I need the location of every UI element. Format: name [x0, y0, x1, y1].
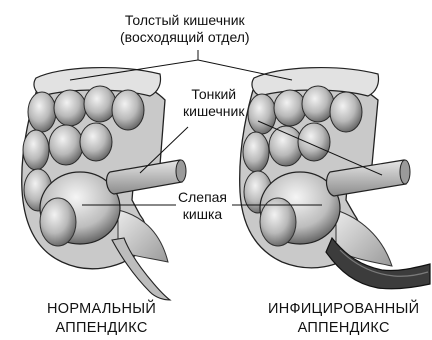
infected-ileum-end	[400, 160, 410, 184]
label-cecum-line1: Слепая	[178, 189, 227, 206]
label-colon: Толстый кишечник (восходящий отдел)	[118, 12, 252, 46]
normal-ileum-end	[176, 160, 186, 182]
caption-normal-line1: НОРМАЛЬНЫЙ	[47, 300, 156, 319]
label-small-line2: кишечник	[183, 103, 244, 120]
label-small-intestine: Тонкий кишечник	[181, 86, 246, 120]
label-cecum-line2: кишка	[178, 206, 227, 223]
label-colon-line2: (восходящий отдел)	[120, 29, 250, 46]
caption-normal-line2: АППЕНДИКС	[47, 319, 156, 338]
infected-cecum-drawing	[240, 68, 430, 289]
normal-cecum-fold	[40, 198, 76, 246]
caption-infected-line1: ИНФИЦИРОВАННЫЙ	[268, 300, 419, 319]
caption-normal: НОРМАЛЬНЫЙ АППЕНДИКС	[47, 300, 156, 338]
label-cecum: Слепая кишка	[176, 189, 229, 223]
normal-cecum-drawing	[22, 68, 186, 300]
label-colon-line1: Толстый кишечник	[120, 12, 250, 29]
leader-colon-right	[198, 60, 292, 80]
caption-infected: ИНФИЦИРОВАННЫЙ АППЕНДИКС	[268, 300, 419, 338]
label-small-line1: Тонкий	[183, 86, 244, 103]
caption-infected-line2: АППЕНДИКС	[268, 319, 419, 338]
